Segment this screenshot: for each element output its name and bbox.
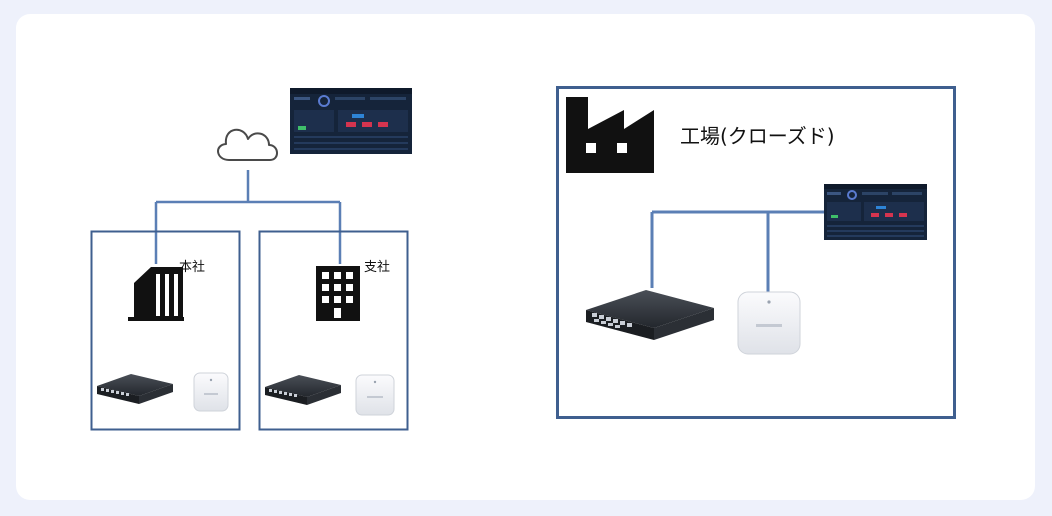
network-switch-icon <box>265 375 341 405</box>
wireless-access-point-icon <box>355 374 395 416</box>
factory-icon <box>566 97 654 173</box>
site-label-factory: 工場(クローズド) <box>680 124 835 148</box>
network-switch-icon <box>586 290 714 340</box>
cloud-icon <box>217 128 278 161</box>
site-label-honsha: 本社 <box>179 260 206 275</box>
dashboard-screen-cloud <box>290 88 412 154</box>
factory-connections <box>650 210 825 292</box>
site-box-shisha <box>258 230 409 431</box>
cloud-connections <box>154 170 342 264</box>
wireless-access-point-icon <box>737 291 801 355</box>
dashboard-screen-factory <box>824 184 927 240</box>
network-switch-icon <box>97 374 173 404</box>
site-box-factory <box>556 86 956 419</box>
site-label-shisha: 支社 <box>364 260 391 275</box>
wireless-access-point-icon <box>193 372 229 412</box>
office-building-icon <box>128 267 184 321</box>
apartment-building-icon <box>316 266 360 321</box>
site-box-honsha <box>90 230 241 431</box>
